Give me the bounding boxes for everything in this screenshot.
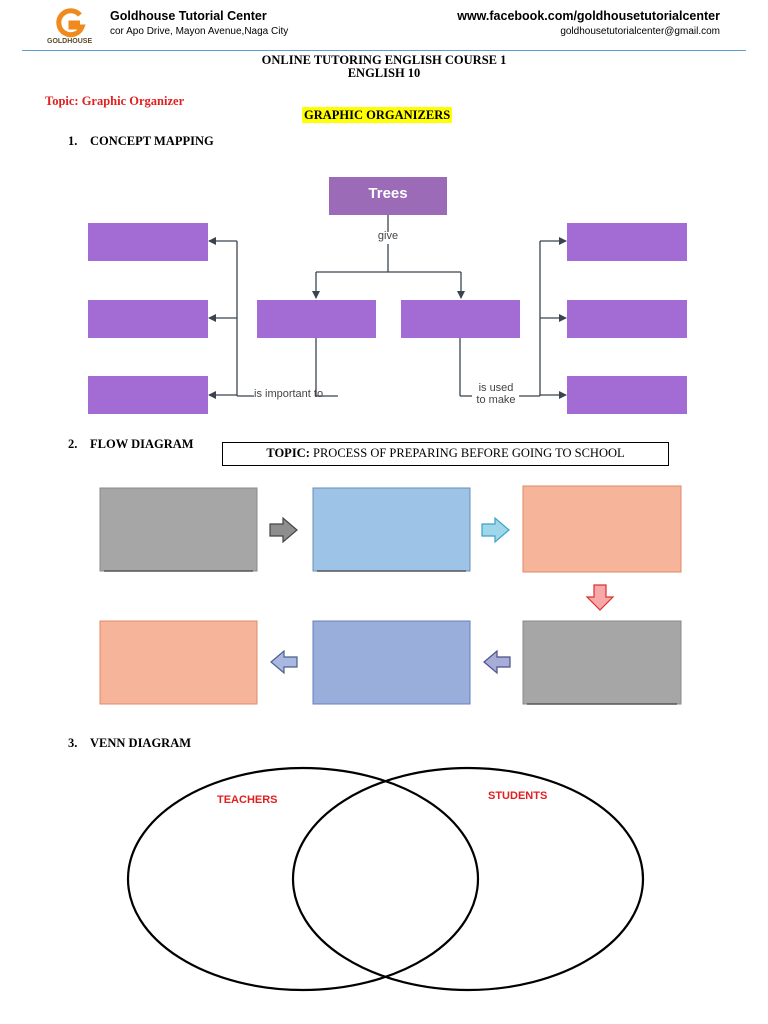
link-important-label: is important to xyxy=(254,388,324,400)
section-label: CONCEPT MAPPING xyxy=(90,134,214,148)
concept-right-box-1 xyxy=(567,223,687,261)
concept-middle-box-right xyxy=(401,300,520,338)
concept-root-label: Trees xyxy=(368,185,408,202)
flow-step-2 xyxy=(312,487,471,572)
flow-topic-box: TOPIC: PROCESS OF PREPARING BEFORE GOING… xyxy=(222,442,669,466)
concept-root-box xyxy=(329,177,447,215)
goldhouse-logo: GOLDHOUSE xyxy=(47,8,92,45)
flow-topic-label: TOPIC: xyxy=(266,446,310,460)
flow-diagram xyxy=(99,485,682,705)
flow-step-6 xyxy=(99,620,258,705)
course-title: ONLINE TUTORING ENGLISH COURSE 1 xyxy=(261,53,507,67)
section-number: 2. xyxy=(68,437,78,451)
section-venn-diagram: 3. VENN DIAGRAM xyxy=(68,736,191,751)
concept-left-box-1 xyxy=(88,223,208,261)
venn-label-teachers: TEACHERS xyxy=(217,794,278,806)
concept-right-box-2 xyxy=(567,300,687,338)
section-concept-mapping: 1. CONCEPT MAPPING xyxy=(68,134,214,149)
link-used-line2: to make xyxy=(476,394,516,406)
flow-arrow-2-icon xyxy=(481,516,510,544)
venn-diagram xyxy=(126,766,645,992)
venn-circle-students xyxy=(291,766,645,992)
main-heading: GRAPHIC ORGANIZERS xyxy=(302,107,453,123)
flow-arrow-4-icon xyxy=(483,649,511,675)
svg-text:GOLDHOUSE: GOLDHOUSE xyxy=(47,38,92,45)
flow-arrow-5-icon xyxy=(270,649,298,675)
course-subtitle: ENGLISH 10 xyxy=(347,66,421,80)
link-used-label: is used to make xyxy=(469,382,523,406)
center-name: Goldhouse Tutorial Center xyxy=(110,9,267,23)
section-number: 1. xyxy=(68,134,78,148)
facebook-link[interactable]: www.facebook.com/goldhousetutorialcenter xyxy=(457,9,720,23)
topic-line: Topic: Graphic Organizer xyxy=(45,94,185,108)
concept-middle-box-left xyxy=(257,300,376,338)
concept-right-box-3 xyxy=(567,376,687,414)
email-link[interactable]: goldhousetutorialcenter@gmail.com xyxy=(560,26,720,37)
link-used-line1: is used xyxy=(478,382,514,394)
concept-left-box-3 xyxy=(88,376,208,414)
section-label: VENN DIAGRAM xyxy=(90,736,192,750)
concept-left-box-2 xyxy=(88,300,208,338)
venn-label-students: STUDENTS xyxy=(488,790,548,802)
flow-step-3 xyxy=(522,485,682,573)
section-flow-diagram: 2. FLOW DIAGRAM xyxy=(68,437,194,452)
flow-step-5 xyxy=(312,620,471,705)
flow-arrow-3-icon xyxy=(585,584,615,611)
flow-step-1 xyxy=(99,487,258,572)
venn-circle-teachers xyxy=(126,766,480,992)
section-number: 3. xyxy=(68,736,78,750)
flow-step-4 xyxy=(522,620,682,705)
center-address: cor Apo Drive, Mayon Avenue,Naga City xyxy=(110,26,289,37)
section-label: FLOW DIAGRAM xyxy=(90,437,194,451)
link-give-label: give xyxy=(377,230,399,242)
concept-map xyxy=(88,177,687,414)
flow-arrow-1-icon xyxy=(269,516,298,544)
flow-topic-text: PROCESS OF PREPARING BEFORE GOING TO SCH… xyxy=(309,446,625,460)
header-divider xyxy=(22,50,746,51)
